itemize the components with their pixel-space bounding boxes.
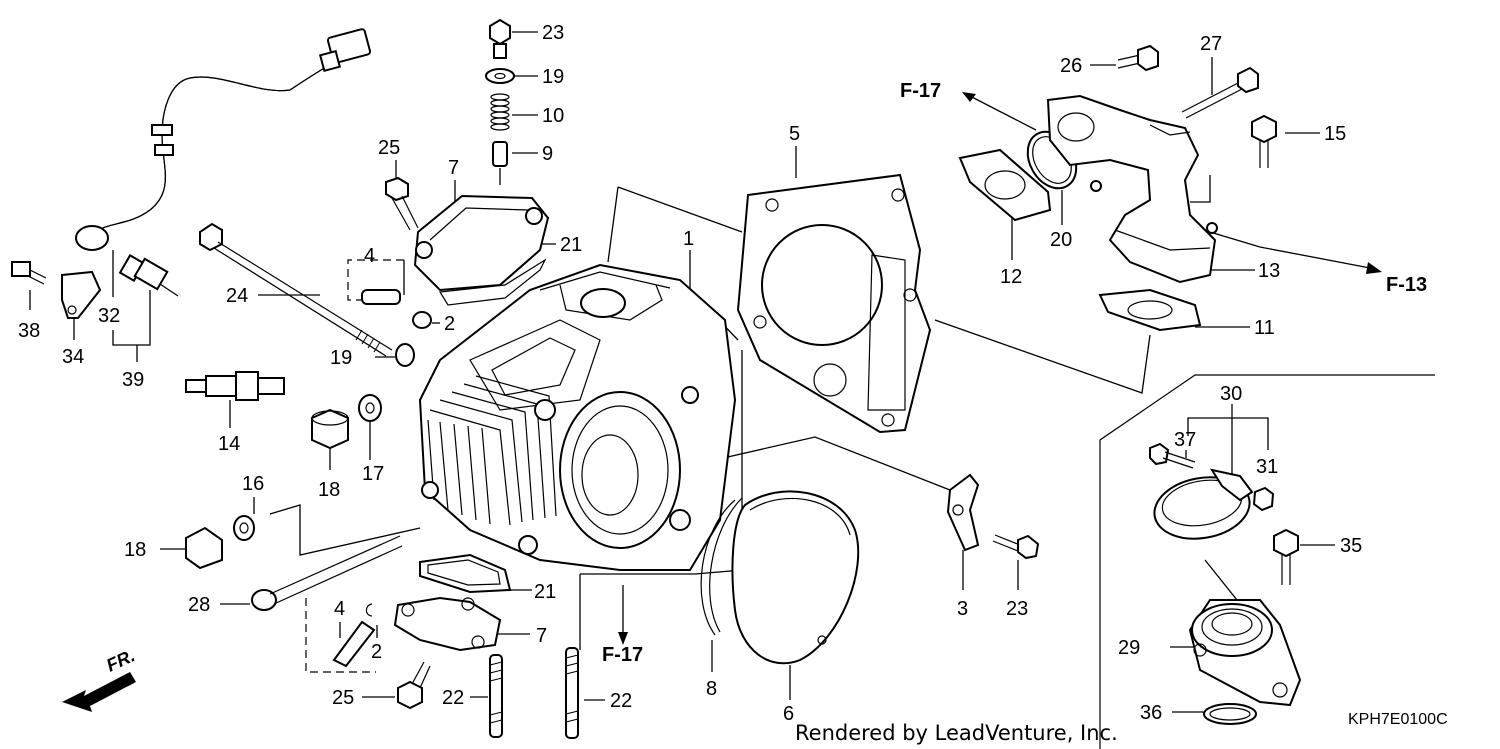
bolt-23-right [992,534,1040,560]
callout-11: 11 [1254,317,1275,339]
cap-18-upper [311,408,349,450]
bolt-15 [1251,114,1277,168]
gasket-21-bottom [419,553,512,594]
bracket-3 [946,473,980,552]
direction-label: FR. [103,645,138,675]
callout-12: 12 [1000,266,1022,288]
o-ring-36 [1203,703,1257,725]
callout-labels: 23 19 10 9 25 7 21 4 2 24 19 5 1 F-17 26… [18,22,1427,725]
callout-23-right: 23 [1006,598,1028,620]
ref-f13: F-13 [1386,274,1427,296]
washer-16 [233,515,255,541]
ref-arrows [618,92,1382,645]
callout-21-bottom: 21 [534,581,556,603]
callout-24: 24 [226,285,248,307]
callout-6: 6 [783,703,794,725]
bolt-38 [11,261,47,285]
callout-37: 37 [1174,429,1196,451]
bolt-37 [1149,442,1196,469]
stud-22-left [489,654,503,738]
callout-8: 8 [706,678,717,700]
callout-21: 21 [560,234,582,256]
callout-7: 7 [448,157,459,179]
washer-17 [358,394,382,422]
callout-7-bottom: 7 [536,625,547,647]
callout-18-lower: 18 [124,539,146,561]
sensor-39 [118,253,179,297]
valve-cover-7-top [413,194,550,292]
sensor-harness [75,28,372,251]
gasket-11 [1098,288,1202,332]
stud-22-right [565,647,579,739]
callout-10: 10 [542,105,564,127]
callout-38: 38 [18,320,40,342]
callout-5: 5 [789,123,800,145]
callout-2-bottom: 2 [371,641,382,663]
callout-17: 17 [362,463,384,485]
callout-2: 2 [444,313,455,335]
intake-pipe-13 [1046,94,1218,284]
insulator-12 [958,148,1052,222]
spark-plug-14 [185,371,285,401]
callout-36: 36 [1140,702,1162,724]
callout-20: 20 [1050,229,1072,251]
gasket-8 [700,497,743,636]
callout-35: 35 [1340,535,1362,557]
bolt-27 [1181,66,1259,119]
callout-25-bottom: 25 [332,687,354,709]
callout-25: 25 [378,137,400,159]
callout-15: 15 [1324,123,1346,145]
dowel-pin-4-top [361,289,432,329]
nut-31 [1252,486,1275,512]
callout-29: 29 [1118,637,1140,659]
callout-13: 13 [1258,260,1280,282]
callout-4: 4 [364,245,375,267]
side-cover-6 [731,490,860,665]
callout-19: 19 [542,66,564,88]
callout-4-bottom: 4 [334,598,345,620]
callout-28: 28 [188,594,210,616]
bolt-25-bottom [397,661,431,710]
front-direction-arrow: FR. [62,645,138,712]
ref-f17-top: F-17 [900,80,941,102]
cylinder-head-1 [418,263,737,571]
valve-cover-7-bottom [393,596,502,652]
callout-22-right: 22 [610,690,632,712]
ref-f17-bottom: F-17 [602,644,643,666]
callout-18: 18 [318,479,340,501]
cap-18-lower [185,526,223,570]
callout-22-left: 22 [442,687,464,709]
callout-19-left: 19 [330,347,352,369]
washer-19 [395,343,415,367]
callout-3: 3 [957,598,968,620]
callout-30: 30 [1220,383,1242,405]
gasket-21-top [438,258,547,306]
tensioner-stack [485,18,515,167]
bolt-26 [1117,44,1159,72]
diagram-code: KPH7E0100C [1348,711,1448,728]
intake-joint-29 [1188,599,1302,707]
callout-9: 9 [542,143,553,165]
callout-26: 26 [1060,55,1082,77]
callout-31: 31 [1256,456,1278,478]
callout-27: 27 [1200,33,1222,55]
dowel-pin-4-bottom [332,603,376,668]
credit-text: Rendered by LeadVenture, Inc. [795,721,1118,745]
callout-23: 23 [542,22,564,44]
bolt-35 [1273,528,1299,585]
stud-24 [199,222,393,357]
bolt-28 [251,535,403,611]
clamp-30 [1153,468,1254,540]
head-gasket-5 [736,173,932,434]
callout-34: 34 [62,346,84,368]
callout-14: 14 [218,433,240,455]
callout-32: 32 [98,305,120,327]
bolt-25-top [385,176,419,231]
callout-1: 1 [683,228,694,250]
callout-39: 39 [122,369,144,391]
bracket-34 [61,270,102,319]
callout-16: 16 [242,473,264,495]
